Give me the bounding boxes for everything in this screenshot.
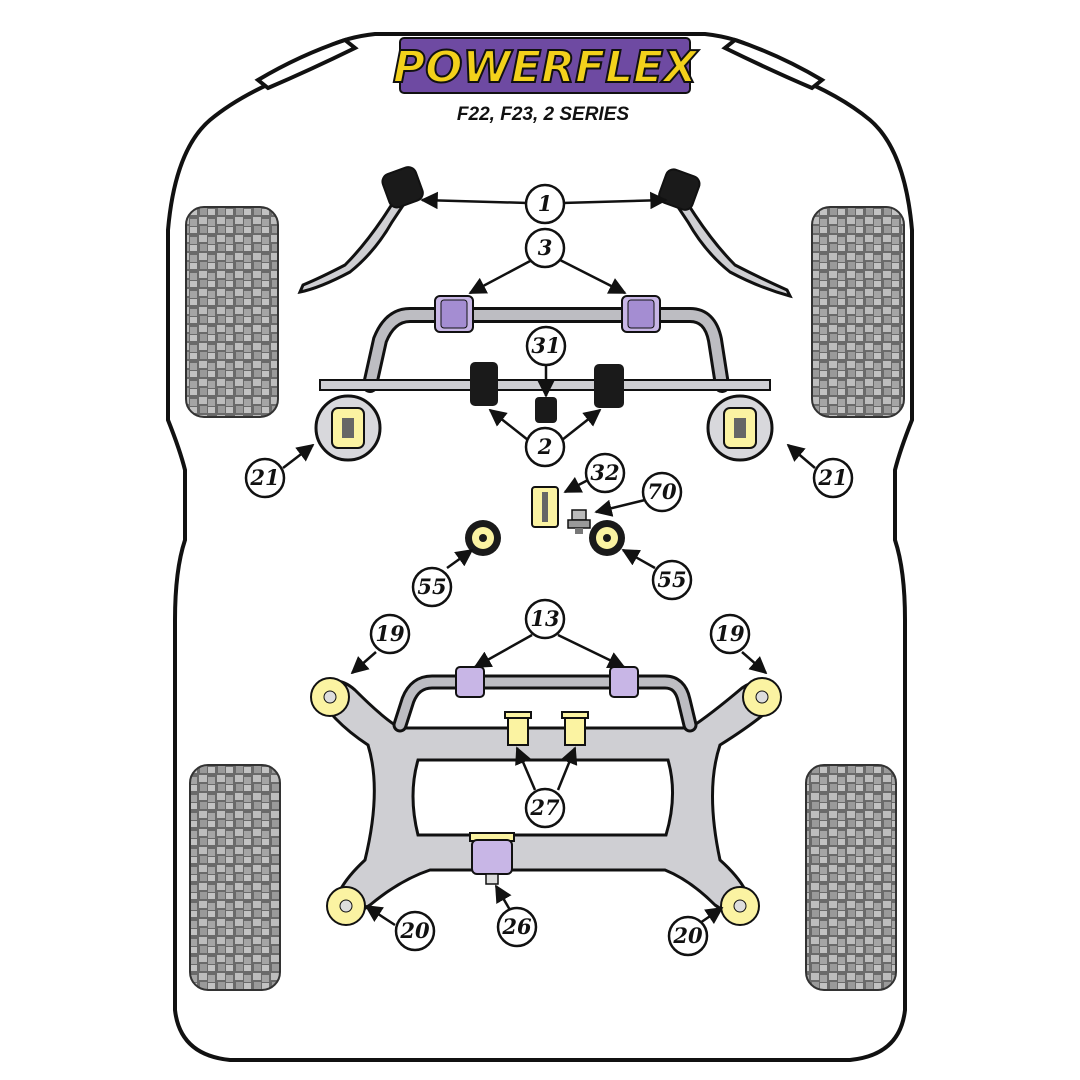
top-mount-right: [706, 394, 774, 462]
wishbone-bush-right: [594, 364, 624, 408]
callout-number: 55: [657, 567, 686, 592]
rear-subframe-mount-rear-left: [326, 886, 366, 926]
callout-c70: 70: [641, 471, 683, 513]
callout-number: 13: [530, 606, 559, 631]
callout-c13: 13: [524, 598, 566, 640]
callout-c27: 27: [524, 787, 566, 829]
callout-number: 19: [715, 621, 745, 646]
callout-arrows: [282, 191, 816, 927]
front-left-droplink: [297, 166, 424, 295]
callout-number: 3: [538, 235, 553, 260]
front-right-droplink: [658, 168, 793, 299]
differential-mount: [469, 832, 515, 885]
wishbone-bush-left: [470, 362, 498, 406]
callout-c2: 2: [524, 426, 566, 468]
front-right-wheel: [811, 206, 905, 418]
callout-number: 21: [249, 465, 279, 490]
rear-subframe-mount-front-left: [310, 677, 350, 717]
callout-c55r: 55: [651, 559, 693, 601]
callout-c21l: 21: [244, 457, 286, 499]
callout-number: 1: [538, 191, 553, 216]
car-body-outline: [166, 32, 914, 1062]
callout-c31: 31: [525, 325, 567, 367]
arb-bush-right: [621, 295, 661, 333]
rear-subframe-mount-front-right: [742, 677, 782, 717]
callout-number: 2: [537, 434, 553, 459]
jacking-pad: [567, 509, 591, 534]
callout-number: 19: [375, 621, 405, 646]
rear-left-wheel: [189, 764, 281, 991]
callout-number: 32: [590, 460, 619, 485]
front-bush-55-left: [465, 520, 501, 556]
powerflex-logo: POWERFLEX: [392, 37, 700, 94]
callout-c19l: 19: [369, 613, 411, 655]
callout-c21r: 21: [812, 457, 854, 499]
callout-c20l: 20: [394, 910, 436, 952]
front-left-wheel: [185, 206, 279, 418]
callout-c26: 26: [496, 906, 538, 948]
callout-number: 21: [817, 465, 847, 490]
subframe-insert-right: [561, 711, 589, 746]
callout-number: 20: [672, 923, 703, 948]
left-headlight-outline: [254, 37, 359, 91]
callout-c3: 3: [524, 227, 566, 269]
gearbox-mount-insert: [531, 486, 559, 528]
top-mount-left: [314, 394, 382, 462]
callout-c55l: 55: [411, 566, 453, 608]
front-bush-55-right: [589, 520, 625, 556]
right-headlight-outline: [721, 37, 826, 91]
rear-arb-bush-right: [609, 666, 639, 698]
rear-right-wheel: [805, 764, 897, 991]
callout-c20r: 20: [667, 915, 709, 957]
callout-number: 31: [531, 333, 560, 358]
callout-c19r: 19: [709, 613, 751, 655]
logo-text: POWERFLEX: [393, 42, 699, 93]
callout-number: 20: [399, 918, 430, 943]
model-title: F22, F23, 2 SERIES: [457, 104, 629, 125]
rear-arb-bush-left: [455, 666, 485, 698]
callout-c32: 32: [584, 452, 626, 494]
callout-number: 55: [417, 574, 446, 599]
callout-c1: 1: [524, 183, 566, 225]
engine-mount-insert: [535, 397, 557, 423]
callout-number: 27: [529, 795, 560, 820]
callout-number: 26: [501, 914, 532, 939]
arb-bush-left: [434, 295, 474, 333]
rear-subframe-mount-rear-right: [720, 886, 760, 926]
callout-number: 70: [647, 479, 677, 504]
subframe-insert-left: [504, 711, 532, 746]
